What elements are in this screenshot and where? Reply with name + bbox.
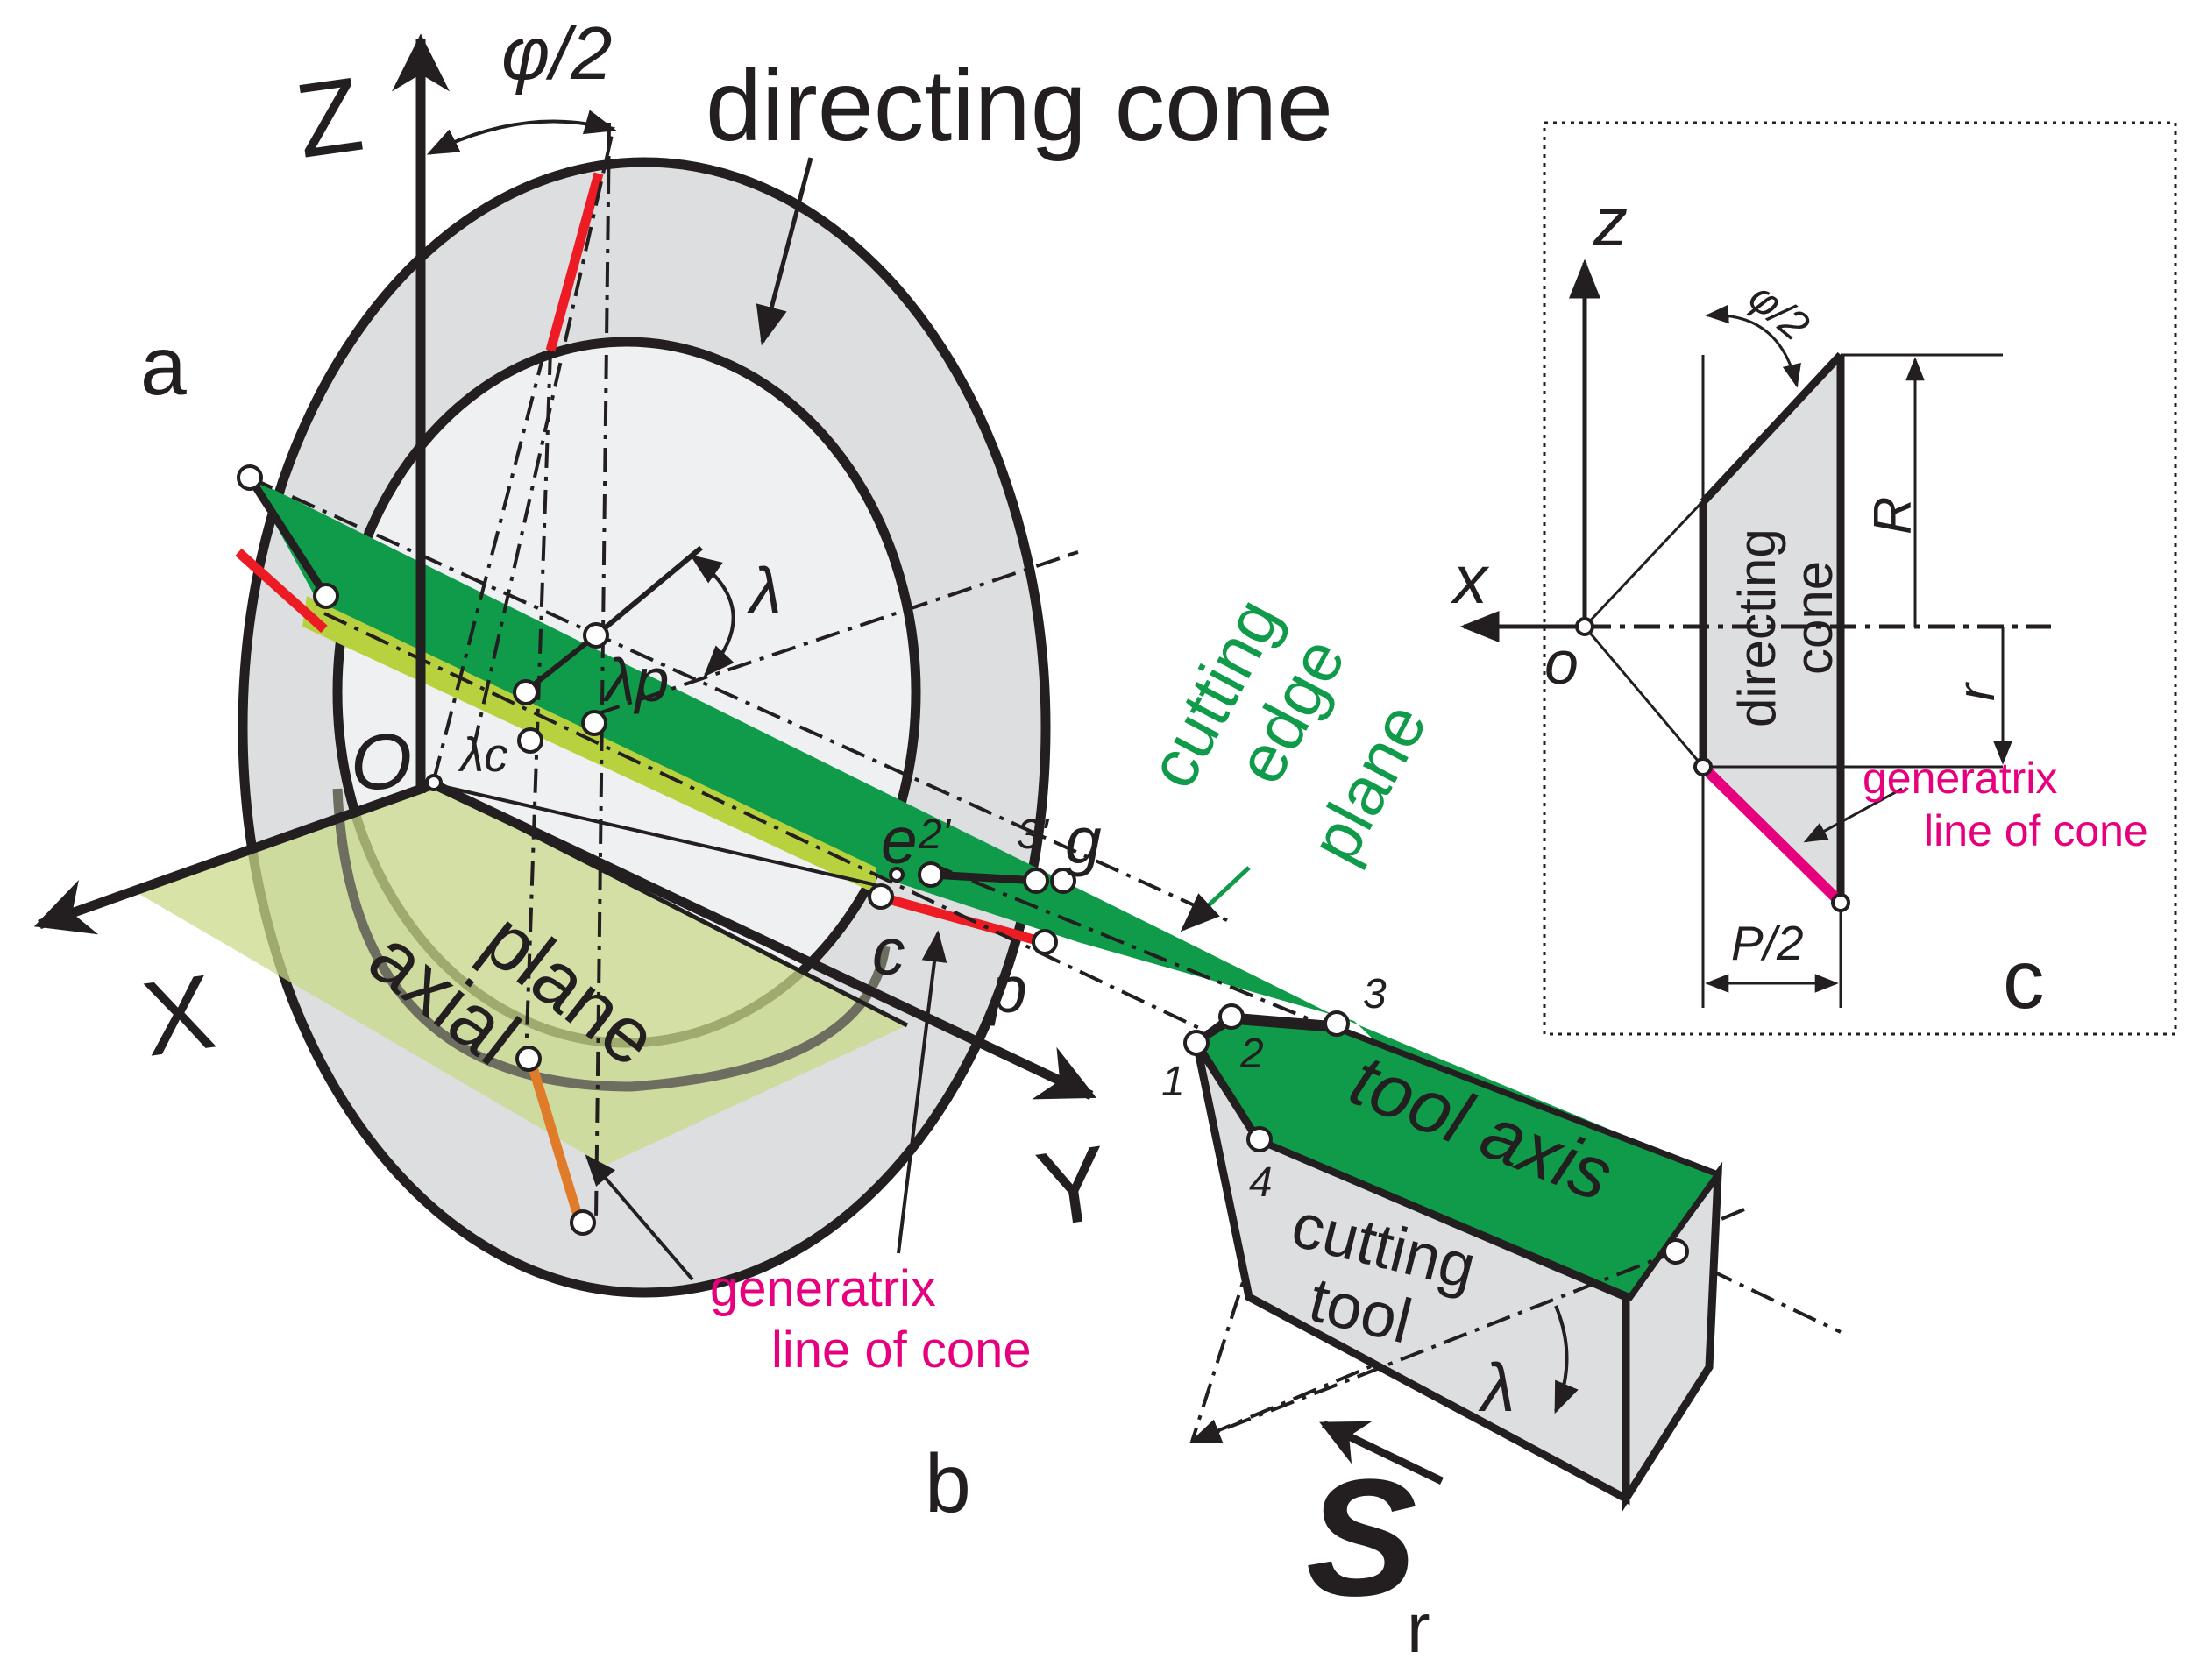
point-4	[1246, 1126, 1273, 1152]
tool-2-label: 2	[1239, 1031, 1264, 1077]
c-z-label: z	[1593, 183, 1628, 260]
c-point-label: c	[872, 915, 905, 989]
c-x-label: x	[1450, 541, 1490, 618]
p-point-label: p	[989, 953, 1027, 1026]
generatrix-label-2: line of cone	[771, 1322, 1032, 1379]
point-a1	[237, 464, 263, 491]
y-axis-line	[431, 780, 1096, 1100]
generatrix-left	[235, 548, 328, 634]
panel-c-frame	[1543, 121, 2177, 1036]
x-axis-line	[33, 779, 436, 935]
tool-axis-dashdot	[1189, 1247, 1684, 1443]
panel-c-label: c	[2003, 933, 2045, 1026]
c-r-label: r	[1947, 682, 2005, 701]
point-2	[1218, 1003, 1245, 1030]
c-p-half-label: P/2	[1731, 916, 1804, 970]
phi-half-label: φ/2	[501, 12, 612, 96]
point-lc	[517, 727, 543, 754]
tool-edge-2-3	[1231, 1012, 1338, 1030]
c-ray-down	[1583, 626, 1705, 768]
point-axial-top	[515, 1046, 542, 1072]
three-prime-label: 3'	[1017, 812, 1050, 858]
z-axis-label: Z	[289, 55, 369, 181]
edge-2p-3p	[930, 870, 1040, 885]
lambda-p-label: λp	[601, 646, 669, 714]
point-lp-right	[581, 710, 607, 736]
c-generatrix-label-2: line of cone	[1924, 806, 2148, 855]
tool-edge-1-4	[1193, 1040, 1261, 1142]
g-point-label: g	[1065, 804, 1102, 877]
tool-3-label: 3	[1363, 971, 1387, 1017]
point-3	[1324, 1010, 1350, 1037]
point-lp-lower	[513, 679, 539, 705]
directing-cone-pointer	[756, 157, 813, 346]
lambda-c-label: λc	[458, 727, 508, 782]
cutting-edge-light-strip	[302, 596, 876, 894]
point-bottom	[570, 1209, 596, 1236]
feed-label: S	[1306, 1445, 1417, 1631]
panel-c: z x o φ/2 R r directing cone generatrix …	[1450, 121, 2177, 1036]
generatrix-bottom	[525, 1057, 584, 1220]
point-origin	[425, 774, 443, 791]
x-axis-label: X	[136, 953, 222, 1079]
feed-sub-label: r	[1407, 1589, 1430, 1667]
c-generatrix-label-1: generatrix	[1863, 754, 2057, 803]
directing-cone-label: directing cone	[706, 50, 1333, 162]
point-e	[889, 867, 905, 883]
marked-points	[237, 464, 1689, 1265]
feed-arrow	[1319, 1420, 1444, 1485]
c-ray-up	[1583, 353, 1842, 628]
c-cone-label: cone	[1785, 561, 1843, 675]
panel-a-label: a	[140, 320, 187, 413]
c-point-gen-top	[1693, 757, 1713, 776]
c-o-label: o	[1544, 628, 1579, 697]
c-generatrix-pointer	[1803, 787, 1903, 843]
plane-edge-left	[246, 475, 330, 599]
e-point-label: e	[881, 804, 918, 877]
tool-4-label: 4	[1249, 1159, 1273, 1206]
tool-lambda-arc	[1554, 1305, 1579, 1414]
point-2-prime	[918, 861, 944, 888]
lambda-label: λ	[746, 554, 782, 627]
c-point-gen-bottom	[1831, 893, 1850, 912]
point-a2	[313, 583, 339, 609]
main-3d-view: Z φ/2 directing cone a λ λp O λc cutting…	[33, 12, 1842, 1667]
x-ref-line	[433, 783, 877, 887]
point-p	[1032, 929, 1058, 955]
tool-lambda-label: λ	[1478, 1349, 1515, 1426]
tool-1-label: 1	[1161, 1059, 1185, 1105]
generatrix-pointer-1	[585, 1154, 694, 1281]
c-directing-label: directing	[1728, 528, 1786, 727]
point-c	[868, 883, 894, 910]
generatrix-top	[545, 172, 604, 352]
origin-label: O	[351, 719, 412, 806]
generatrix-right	[884, 893, 1045, 947]
c-phi-arc	[1705, 304, 1801, 388]
lambda-arc	[690, 554, 735, 677]
two-prime-label: 2'	[918, 812, 952, 858]
lambda-p-leg	[522, 633, 598, 695]
phi-half-arc	[426, 110, 617, 155]
cutting-edge-plane-pointer	[1180, 866, 1251, 932]
point-g	[1050, 868, 1076, 894]
point-tool-end	[1663, 1238, 1689, 1265]
lambda-leg	[594, 545, 703, 638]
c-R-label: R	[1863, 497, 1922, 535]
axial-plane-surface	[131, 784, 907, 1166]
c-phi-label: φ/2	[1740, 274, 1818, 350]
point-3-prime	[1023, 868, 1049, 894]
point-1	[1183, 1030, 1210, 1056]
generatrix-pointer-2	[897, 930, 947, 1254]
generatrix-label-1: generatrix	[710, 1260, 936, 1317]
y-axis-label: Y	[1030, 1124, 1116, 1250]
cutting-edge-plane	[250, 478, 1718, 1288]
c-point-o	[1575, 617, 1594, 636]
point-lambda-p	[583, 622, 609, 649]
c-generatrix	[1699, 762, 1845, 907]
panel-b-label: b	[925, 1437, 971, 1530]
